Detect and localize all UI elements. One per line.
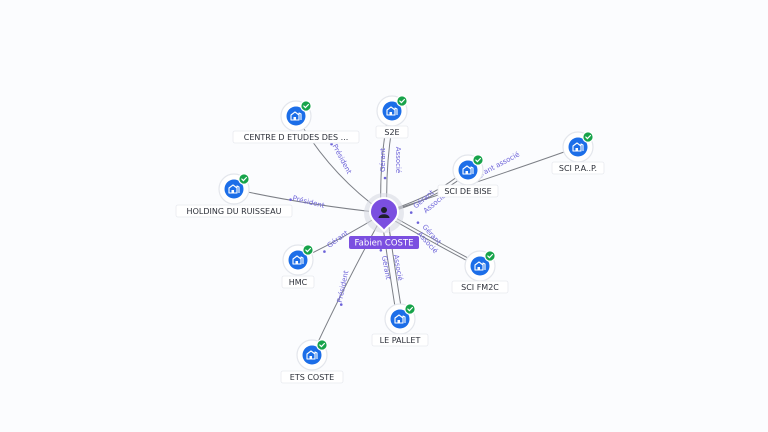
- relation-label: Associé: [394, 147, 402, 173]
- node-circle: [288, 250, 308, 270]
- company-node-centre[interactable]: CENTRE D ETUDES DES ...: [232, 100, 360, 144]
- company-label: HOLDING DU RUISSEAU: [187, 207, 282, 216]
- building-icon: [386, 106, 398, 116]
- center-node-layer: Fabien COSTE: [349, 193, 419, 249]
- node-label-box: [451, 280, 509, 294]
- verified-check-icon: [238, 173, 250, 185]
- company-node-s2e[interactable]: S2E: [375, 95, 409, 139]
- node-circle: [458, 160, 478, 180]
- relation-label: Gérant: [380, 255, 392, 280]
- arrow-marker: [289, 198, 292, 201]
- node-circle: [224, 179, 244, 199]
- nodes-layer: CENTRE D ETUDES DES ... S2E SCI P.A..P. SCI…: [175, 95, 605, 384]
- node-label-box: [232, 130, 360, 144]
- arrow-marker: [323, 250, 326, 253]
- node-label-box: [371, 333, 429, 347]
- building-icon: [572, 142, 584, 152]
- node-circle: [568, 137, 588, 157]
- node-label-box: [551, 161, 605, 175]
- node-circle: [302, 345, 322, 365]
- edge-line: [311, 212, 385, 356]
- building-icon: [292, 255, 304, 265]
- person-node[interactable]: Fabien COSTE: [349, 193, 419, 249]
- company-node-le-pallet[interactable]: LE PALLET: [371, 303, 429, 347]
- company-label: CENTRE D ETUDES DES ...: [244, 133, 348, 142]
- verified-check-icon: [484, 250, 496, 262]
- building-icon: [394, 314, 406, 324]
- verified-check-icon: [396, 95, 408, 107]
- building-icon: [306, 350, 318, 360]
- node-circle: [382, 101, 402, 121]
- verified-check-icon: [472, 154, 484, 166]
- relation-label: Gérant: [379, 148, 387, 172]
- arrow-marker: [339, 303, 343, 306]
- node-label-box: [375, 125, 409, 139]
- relation-label: Président: [292, 194, 326, 210]
- node-circle: [286, 106, 306, 126]
- company-label: S2E: [384, 128, 399, 137]
- company-label: SCI FM2C: [461, 283, 499, 292]
- person-name-label: Fabien COSTE: [355, 239, 414, 249]
- company-label: LE PALLET: [380, 336, 421, 345]
- company-label: SCI DE BISE: [444, 187, 491, 196]
- verified-check-icon: [582, 131, 594, 143]
- arrow-marker: [409, 211, 413, 214]
- relation-label: Président: [331, 143, 354, 176]
- company-node-holding[interactable]: HOLDING DU RUISSEAU: [175, 173, 293, 218]
- arrow-marker: [379, 248, 383, 252]
- company-node-hmc[interactable]: HMC: [281, 244, 315, 289]
- company-node-sci-fm2c[interactable]: SCI FM2C: [451, 250, 509, 294]
- verified-check-icon: [404, 303, 416, 315]
- company-node-sci-de-bise[interactable]: SCI DE BISE: [437, 154, 499, 198]
- relation-label: Président: [336, 270, 351, 304]
- building-icon: [474, 261, 486, 271]
- building-icon: [228, 184, 240, 194]
- node-circle: [390, 309, 410, 329]
- relation-label: Gérant: [326, 229, 350, 250]
- verified-check-icon: [302, 244, 314, 256]
- building-icon: [290, 111, 302, 121]
- building-icon: [462, 165, 474, 175]
- node-circle: [470, 256, 490, 276]
- node-label-box: [280, 370, 344, 384]
- company-node-ets-coste[interactable]: ETS COSTE: [280, 339, 344, 384]
- relation-label: Associé: [392, 254, 404, 281]
- company-label: SCI P.A..P.: [559, 164, 597, 173]
- verified-check-icon: [316, 339, 328, 351]
- person-label-box: [349, 236, 419, 249]
- verified-check-icon: [300, 100, 312, 112]
- node-label-box: [281, 275, 315, 289]
- node-label-box: [175, 204, 293, 218]
- arrow-marker: [383, 176, 387, 180]
- company-label: HMC: [289, 278, 308, 287]
- company-label: ETS COSTE: [290, 373, 334, 382]
- arrow-marker: [330, 142, 333, 146]
- arrow-marker: [416, 221, 420, 224]
- person-icon: [378, 207, 390, 218]
- node-label-box: [437, 184, 499, 198]
- company-node-sci-pap[interactable]: SCI P.A..P.: [551, 131, 605, 175]
